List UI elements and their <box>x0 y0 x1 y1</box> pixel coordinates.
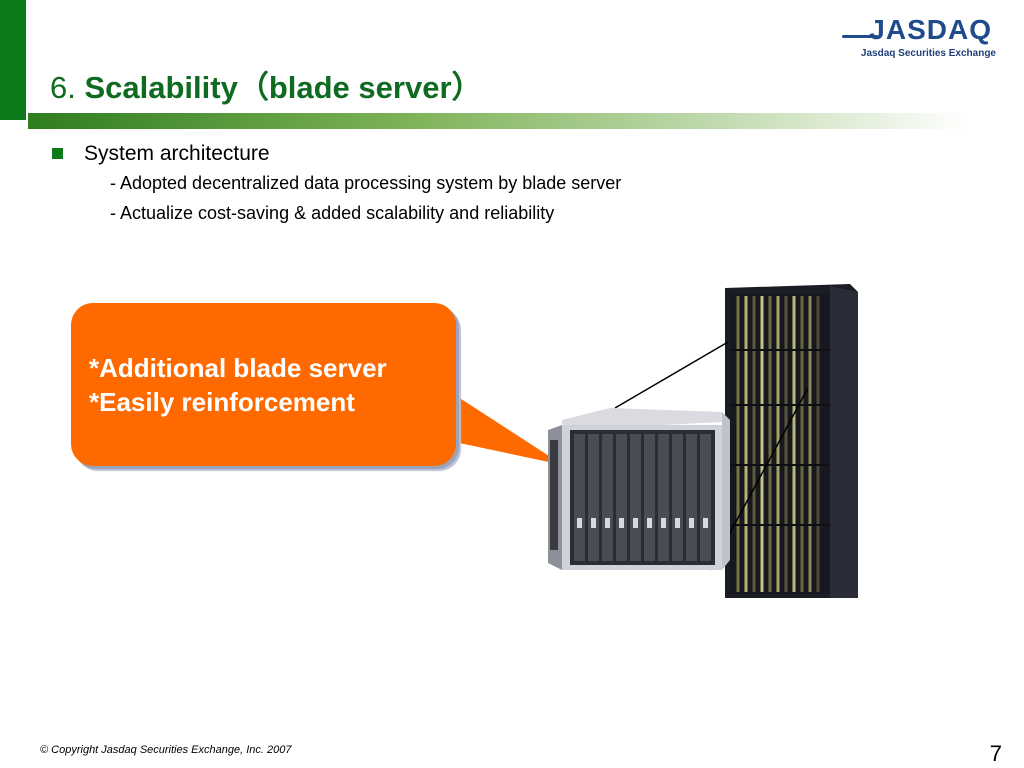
logo-subtitle: Jasdaq Securities Exchange <box>860 48 996 59</box>
dash-icon: - <box>110 173 116 193</box>
sub-bullet-text: Adopted decentralized data processing sy… <box>120 173 622 193</box>
callout-line: *Additional blade server <box>89 353 387 383</box>
logo-swoosh <box>842 35 878 38</box>
slide-title: 6. Scalability（blade server） <box>50 62 483 107</box>
dash-icon: - <box>110 203 116 223</box>
page-number: 7 <box>989 741 1002 766</box>
sub-bullet-item: -Adopted decentralized data processing s… <box>52 168 621 198</box>
bullet-list: System architecture -Adopted decentraliz… <box>52 140 621 228</box>
server-illustration <box>548 284 858 598</box>
title-number: 6. <box>50 70 76 105</box>
jasdaq-logo: JASDAQ Jasdaq Securities Exchange <box>842 14 996 62</box>
sub-bullet-text: Actualize cost-saving & added scalabilit… <box>120 203 555 223</box>
callout-text: *Additional blade server *Easily reinfor… <box>89 351 387 419</box>
copyright-footer: © Copyright Jasdaq Securities Exchange, … <box>40 744 292 756</box>
callout-line: *Easily reinforcement <box>89 387 355 417</box>
sub-bullet-item: -Actualize cost-saving & added scalabili… <box>52 198 621 228</box>
accent-bar <box>0 0 26 120</box>
title-text: Scalability（blade server） <box>84 70 483 105</box>
bullet-square-icon <box>52 148 63 159</box>
logo-wordmark: JASDAQ <box>869 14 992 45</box>
bullet-item: System architecture <box>52 140 621 168</box>
bullet-text: System architecture <box>84 142 270 165</box>
callout-box: *Additional blade server *Easily reinfor… <box>71 303 456 466</box>
title-rule <box>28 113 968 129</box>
